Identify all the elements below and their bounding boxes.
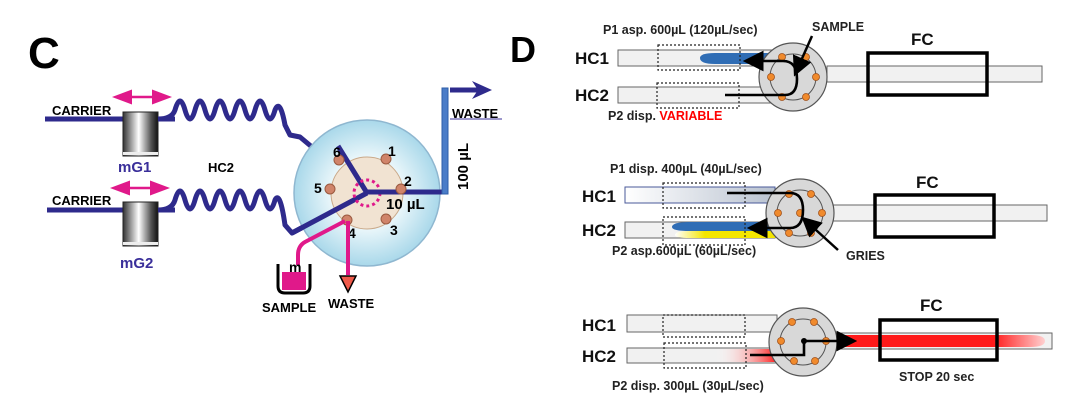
product-zone-fc	[838, 335, 1045, 347]
valve-ports	[777, 318, 830, 365]
holding-zone-hc2	[656, 82, 740, 109]
waste-label-top: WASTE	[452, 106, 499, 121]
tube-hc1	[624, 186, 776, 204]
holding-coil-2	[157, 188, 369, 236]
panel-d-label: D	[510, 29, 536, 70]
flow-cell	[873, 193, 996, 239]
pointer-arrow	[792, 35, 814, 77]
loop-volume-label: 10 µL	[386, 196, 425, 213]
hc2-label: HC2	[575, 86, 609, 105]
fc-label: FC	[911, 30, 934, 49]
waste-drop-icon	[338, 275, 358, 294]
step-2: HC1 HC2 FC P1 disp. 400µL (40µL/sec) P2 …	[582, 162, 1048, 263]
holding-zone-hc2	[662, 216, 746, 246]
holding-zone-hc1	[662, 314, 746, 338]
tube-outlet	[832, 204, 1048, 222]
gries-zone	[675, 231, 775, 238]
step-bottom-text: P2 asp.600µL (60µL/sec)	[612, 244, 756, 258]
port-label-4: 4	[348, 225, 356, 241]
port-label-1: 1	[388, 143, 396, 159]
hc1-label: HC1	[582, 187, 616, 206]
pump-mg2	[122, 201, 159, 247]
step-bottom-text: P2 disp. VARIABLE	[608, 109, 722, 123]
valve-inlet-lines	[290, 144, 370, 236]
sample-zone	[700, 53, 772, 64]
step-1: HC1 HC2 FC P1 asp. 600µL (120µL/sec) P2 …	[575, 20, 1043, 123]
sample-zone	[672, 222, 775, 231]
step-top-text: P1 asp. 600µL (120µL/sec)	[603, 23, 758, 37]
panel-d: D HC1 HC2 FC P1 asp. 600µL (120µL/sec) P…	[510, 20, 1053, 393]
flow-arrow	[727, 191, 805, 239]
sample-line	[296, 219, 346, 265]
sample-label: SAMPLE	[262, 300, 317, 315]
pump-label-mg1: mG1	[118, 159, 151, 176]
product-zone-hc2	[715, 349, 777, 362]
pointer-arrow	[801, 216, 839, 251]
fc-label: FC	[920, 296, 943, 315]
holding-zone-hc2	[663, 342, 747, 369]
reaction-column	[441, 87, 449, 195]
flow-arrow	[750, 330, 858, 357]
step-bottom-text: P2 disp. 300µL (30µL/sec)	[612, 379, 764, 393]
panel-c-label: C	[28, 29, 60, 78]
hc1-label: HC1	[582, 316, 616, 335]
fc-label: FC	[916, 173, 939, 192]
tube-hc1	[626, 314, 778, 333]
flow-cell	[866, 51, 989, 97]
carrier-label-top: CARRIER	[52, 103, 112, 118]
holding-zone-hc1	[662, 182, 746, 209]
hc2-label: HC2	[582, 347, 616, 366]
step-top-text: P1 disp. 400µL (40µL/sec)	[610, 162, 762, 176]
pointer-label-gries: GRIES	[846, 249, 885, 263]
panel-c: C CARRIER CARRIER mG1 mG2 HC2	[28, 29, 502, 315]
flow-cell	[878, 318, 999, 362]
step-3: HC1 HC2 FC P2 disp. 300µL (30µL/sec) STO…	[582, 296, 1053, 393]
pointer-label-sample: SAMPLE	[812, 20, 864, 34]
hc1-label: HC1	[575, 49, 609, 68]
coil-label-hc2: HC2	[208, 160, 234, 175]
tube-outlet	[826, 65, 1043, 83]
pump-label-mg2: mG2	[120, 255, 153, 272]
pump-mg1	[122, 111, 159, 157]
arrow-right-icon	[472, 81, 492, 99]
flow-arrow	[725, 50, 799, 97]
holding-zone-hc1	[657, 44, 741, 71]
sample-vial-icon	[276, 264, 312, 295]
holding-coil-1	[157, 98, 369, 195]
sample-vial-mark: m	[289, 259, 301, 275]
port-label-6: 6	[333, 144, 341, 160]
column-volume-label: 100 µL	[455, 143, 472, 190]
hc2-label: HC2	[582, 221, 616, 240]
port-label-3: 3	[390, 222, 398, 238]
fc-note: STOP 20 sec	[899, 370, 974, 384]
waste-label-bottom: WASTE	[328, 296, 375, 311]
port-label-5: 5	[314, 180, 322, 196]
carrier-label-bottom: CARRIER	[52, 193, 112, 208]
port-label-2: 2	[404, 173, 412, 189]
